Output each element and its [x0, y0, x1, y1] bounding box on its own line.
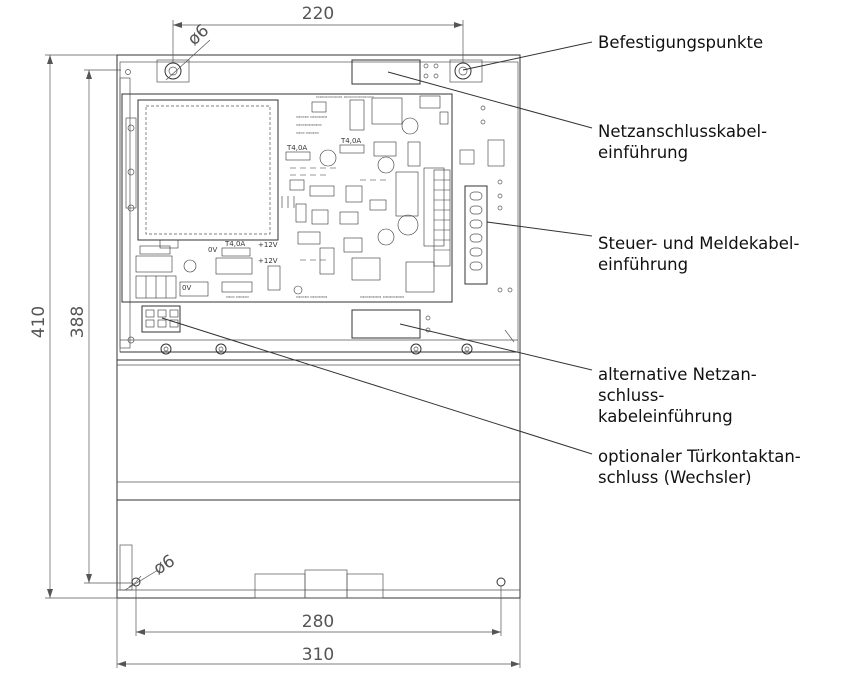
- bottom-cable-glands: [254, 569, 384, 599]
- svg-text:▭▭▭▭▭ ▭▭▭▭▭: ▭▭▭▭▭ ▭▭▭▭▭: [360, 295, 404, 300]
- dimension-height-410: 410: [29, 54, 117, 599]
- voltage-label-3: 0V: [208, 246, 217, 254]
- callout-mains-cable-entry: Netzanschlusskabel- einführung: [598, 122, 768, 162]
- mains-cable-entry: [351, 59, 421, 85]
- dim-outer-height: 410: [29, 306, 49, 338]
- svg-text:▭▭▭▭▭▭: ▭▭▭▭▭▭: [296, 123, 322, 128]
- mounting-hole-right-icon: [454, 62, 472, 80]
- callout-door-contact: optionaler Türkontaktan- schluss (Wechsl…: [598, 447, 801, 487]
- svg-text:▭▭▭ ▭▭▭▭: ▭▭▭ ▭▭▭▭: [296, 115, 327, 120]
- dim-bracket-width: 280: [302, 612, 334, 632]
- callout-mounting-points: Befestigungspunkte: [598, 33, 764, 52]
- transformer: [137, 99, 279, 241]
- hinge: [119, 77, 137, 591]
- enclosure: [116, 54, 521, 599]
- fuse1-label: T4,0A: [286, 144, 307, 152]
- callout-control-cable-entry: Steuer- und Meldekabel- einführung: [598, 234, 800, 274]
- callout-alt-mains-cable-entry: alternative Netzan- schluss- kabeleinfüh…: [598, 365, 757, 426]
- voltage-label-4: 0V: [182, 284, 191, 292]
- svg-text:▭▭▭ ▭▭▭▭: ▭▭▭ ▭▭▭▭: [296, 295, 327, 300]
- mounting-points-top: [125, 59, 483, 83]
- dimension-width-310: 310: [116, 598, 521, 668]
- voltage-label-2: +12V: [258, 257, 278, 265]
- dim-hole-bottom: ø6: [150, 551, 179, 579]
- dim-inner-height: 388: [68, 306, 88, 338]
- dimension-top-220: 220: [172, 4, 464, 62]
- svg-text:▭▭▭▭▭▭▭ ▭▭▭▭▭▭▭▭: ▭▭▭▭▭▭▭ ▭▭▭▭▭▭▭▭: [316, 94, 374, 99]
- fuse2-label: T4,0A: [340, 137, 361, 145]
- svg-text:▭▭ ▭▭▭: ▭▭ ▭▭▭: [296, 131, 319, 136]
- fuse3-label: T4,0A: [224, 240, 245, 248]
- rail-bolts: [160, 343, 473, 355]
- alt-mains-cable-entry: [351, 309, 421, 339]
- svg-text:▭▭ ▭▭▭: ▭▭ ▭▭▭: [226, 295, 249, 300]
- voltage-label-1: +12V: [258, 241, 278, 249]
- leader-lines: [161, 41, 593, 455]
- door-contact-connector: [141, 305, 181, 333]
- dim-top-width: 220: [302, 4, 334, 24]
- dim-outer-width: 310: [302, 645, 334, 665]
- mounting-hole-bottom-right-icon: [496, 577, 506, 587]
- dimension-height-388: 388: [68, 69, 133, 584]
- circuit-board: ▭▭▭ ▭▭▭▭ ▭▭▭▭▭▭ ▭▭ ▭▭▭ T4,0A T4,0A T4,0A…: [121, 93, 453, 303]
- dimension-width-280: 280: [135, 586, 502, 636]
- control-cable-entry: [459, 105, 513, 293]
- mounting-hole-left-icon: [164, 62, 182, 80]
- dimension-hole-bottom: ø6: [124, 551, 179, 591]
